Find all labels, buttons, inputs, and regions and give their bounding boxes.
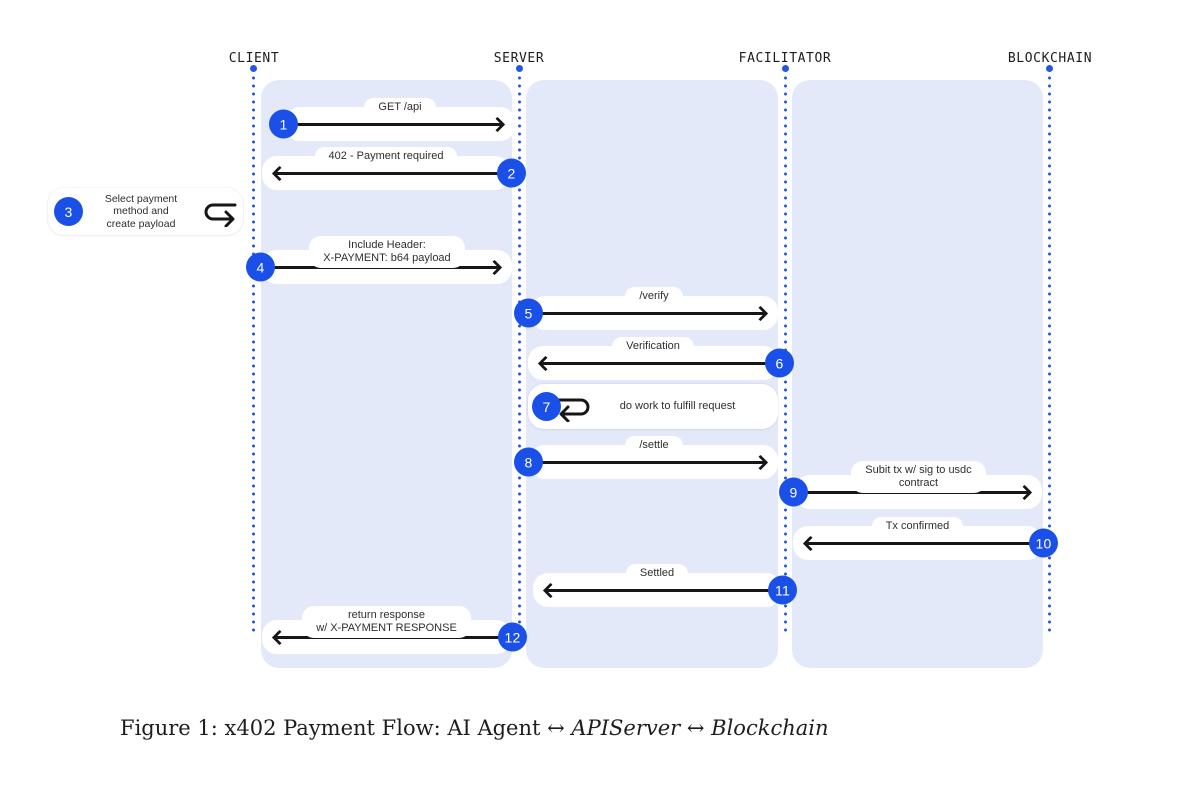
message-label: GET /api [364,98,436,117]
arrow-left-icon [271,629,288,645]
message-label: 402 - Payment required [314,147,458,166]
message-label: Verification [612,337,694,356]
self-loop-right-icon [204,203,237,227]
step-number-badge: 11 [768,575,797,605]
arrow-left-icon [271,165,288,181]
lane-header-blockchain: BLOCKCHAIN [1007,51,1093,66]
arrow-row: 8 [514,445,778,479]
arrow-shaft [297,122,501,126]
message-label: Tx confirmed [871,517,964,536]
lifeline-client [250,65,257,636]
arrow-left-icon [802,535,819,551]
step-number-badge: 8 [514,447,543,477]
arrow-right-icon [1016,484,1033,500]
message-2-payment-required: 402 - Payment required 2 [262,147,526,190]
caption-text: Figure 1: x402 Payment Flow: AI Agent [120,716,548,740]
step-number-badge: 7 [532,392,561,421]
arrow-right-icon [486,259,503,275]
arrow-shaft [542,361,766,365]
message-label: /verify [625,287,683,306]
message-9-submit-tx: Subit tx w/ sig to usdc contract 9 [779,461,1042,509]
message-10-tx-confirmed: Tx confirmed 10 [793,517,1058,560]
arrow-right-icon [752,454,769,470]
arrow-row: 6 [528,346,794,380]
arrow-row: 10 [793,526,1058,560]
lane-band-facilitator-blockchain [792,80,1043,668]
step-number-badge: 4 [246,252,275,282]
message-12-return-response: return response w/ X-PAYMENT RESPONSE 12 [262,606,527,654]
message-4-include-header: Include Header: X-PAYMENT: b64 payload 4 [246,236,512,284]
message-label: Subit tx w/ sig to usdc contract [851,461,986,493]
arrow-shaft [547,588,769,592]
message-label: Select payment method and create payload [104,192,178,230]
message-label: Settled [625,564,689,583]
step-number-badge: 12 [498,622,527,652]
step-number-badge: 1 [269,109,298,139]
arrow-right-icon [489,116,506,132]
arrow-shaft [807,541,1030,545]
lane-header-server: SERVER [493,51,545,66]
message-label: Include Header: X-PAYMENT: b64 payload [309,236,465,268]
step-number-badge: 6 [765,348,794,378]
lifeline-server [516,65,523,636]
left-right-arrow-icon: ↔ [547,716,565,740]
message-6-verification: Verification 6 [528,337,794,380]
caption-blockchain: Blockchain [704,716,829,740]
arrow-shaft [276,171,498,175]
message-11-settled: Settled 11 [533,564,797,607]
message-1-get-api: GET /api 1 [269,98,515,141]
message-5-verify: /verify 5 [514,287,778,330]
arrow-left-icon [537,355,554,371]
message-label: return response w/ X-PAYMENT RESPONSE [302,606,471,638]
message-label: do work to fulfill request [619,400,736,413]
figure-caption: Figure 1: x402 Payment Flow: AI Agent ↔ … [120,716,829,740]
step-number-badge: 9 [779,477,808,507]
step-number-badge: 5 [514,298,543,328]
step-number-badge: 10 [1029,528,1058,558]
message-3-select-payment: 3 Select payment method and create paylo… [48,188,243,235]
lifeline-blockchain [1046,65,1053,636]
arrow-left-icon [542,582,559,598]
arrow-shaft [542,460,764,464]
lane-header-client: CLIENT [228,51,280,66]
step-number-badge: 2 [497,158,526,188]
left-right-arrow-icon: ↔ [686,716,705,740]
message-label: /settle [625,436,683,455]
self-loop-left-icon [557,398,590,422]
lane-header-facilitator: FACILITATOR [738,51,832,66]
arrow-shaft [542,311,764,315]
caption-api-server: APIServer [564,716,687,740]
message-7-do-work: 7 do work to fulfill request [528,384,778,429]
arrow-right-icon [752,305,769,321]
message-8-settle: /settle 8 [514,436,778,479]
step-number-badge: 3 [54,197,83,226]
